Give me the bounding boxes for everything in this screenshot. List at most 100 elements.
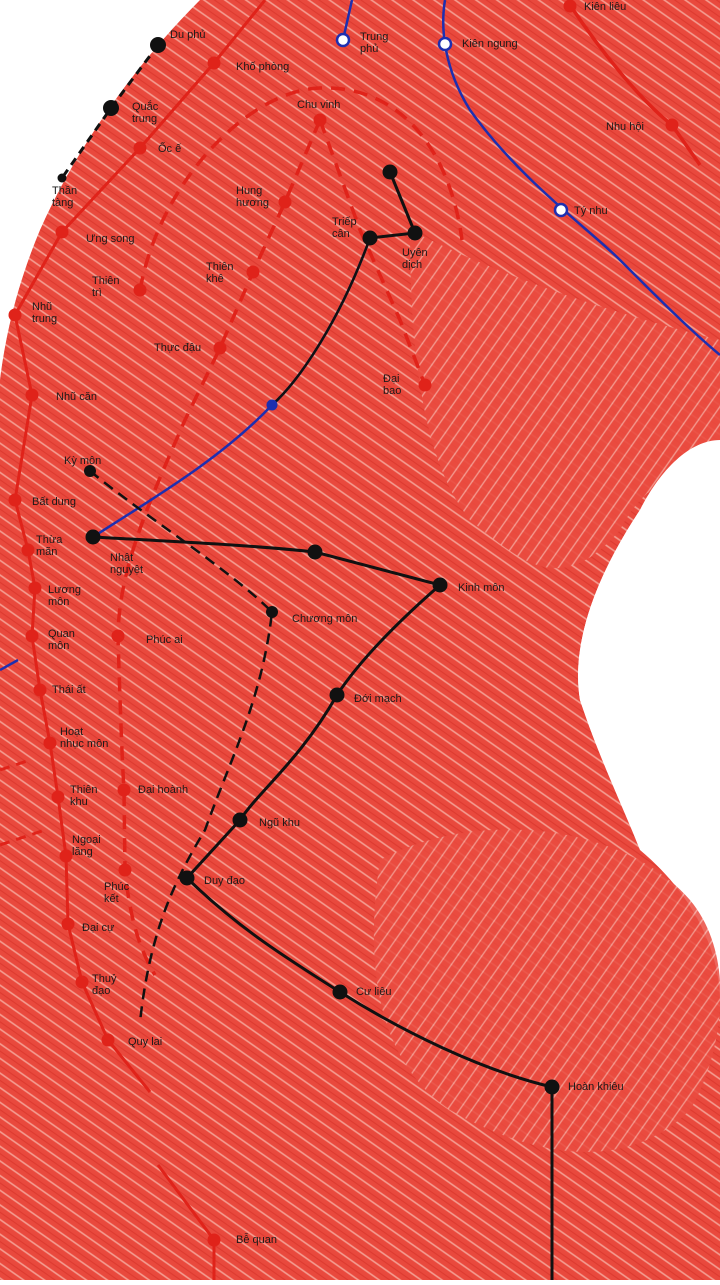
thuy-dao-label-line: đạo: [92, 985, 110, 997]
quy-lai-label-line: Quy lai: [128, 1036, 162, 1048]
phuc-ai-label-line: Phúc ai: [146, 634, 183, 646]
point-thuc-dau: [213, 341, 227, 355]
point-thien-khe: [246, 265, 260, 279]
point-ngoai-lang: [59, 849, 73, 863]
trung-phu-label-line: Trung: [360, 31, 388, 43]
label-ty-nhu: Tý nhu: [574, 205, 608, 217]
stomach-meridian-line: [13, 0, 267, 1093]
uyen-dich-label-line: dịch: [402, 259, 422, 271]
left-dashed-red: [0, 758, 46, 847]
ngu-khu-label-line: Ngũ khu: [259, 817, 300, 829]
label-ung-song: Ưng song: [86, 233, 135, 245]
left-blue-line: [0, 658, 19, 672]
label-phuc-ai: Phúc ai: [146, 634, 183, 646]
hoat-nhuc-mon-label-line: Hoạt: [60, 726, 83, 738]
liver-meridian-dashed: [89, 470, 274, 1023]
hung-huong-label-line: Hung: [236, 185, 262, 197]
acupoint-markers: [8, 0, 679, 1247]
point-ty-nhu: [553, 202, 569, 218]
nhu-hoi-label-line: Nhu hội: [606, 121, 644, 133]
point-kinh-mon: [432, 577, 448, 593]
point-phuc-ket: [118, 863, 132, 877]
thai-at-label-line: Thái ất: [52, 684, 86, 696]
quan-mon-label-line: Quan: [48, 628, 75, 640]
thien-tri-label-line: trì: [92, 287, 102, 299]
nhat-nguyet-label-line: nguyệt: [110, 564, 143, 576]
hoan-khieu-label-line: Hoàn khiêu: [568, 1081, 624, 1093]
cu-lieu-label-line: Cư liêu: [356, 986, 392, 998]
thua-man-label-line: mãn: [36, 546, 57, 558]
thuc-dau-label-line: Thực đậu: [154, 342, 201, 354]
label-be-quan: Bễ quan: [236, 1233, 277, 1246]
point-doi-mach: [329, 687, 345, 703]
label-chu-vinh: Chu vinh: [297, 99, 340, 111]
label-nhu-hoi: Nhu hội: [606, 121, 644, 133]
chu-vinh-label-line: Chu vinh: [297, 99, 340, 111]
point-nhu-hoi: [665, 118, 679, 132]
point-ngu-khu: [232, 812, 248, 828]
point-nhu-trung: [8, 308, 22, 322]
label-ky-mon: Kỳ môn: [64, 455, 101, 467]
point-ung-song: [55, 225, 69, 239]
point-uyen-dich: [407, 225, 423, 241]
thien-tri-label-line: Thiên: [92, 275, 120, 287]
point-hoan-khieu: [544, 1079, 560, 1095]
dai-bao-label-line: Đại: [383, 373, 400, 385]
than-tang-label-line: Thần: [52, 185, 77, 197]
spleen-meridian-dashed-3: [318, 119, 427, 386]
luong-mon-label-line: môn: [48, 596, 69, 608]
point-quan-mon: [25, 629, 39, 643]
gallbladder-meridian-line-3: [92, 535, 554, 1280]
point-top-black: [382, 164, 398, 180]
label-du-phu: Du phủ: [170, 29, 205, 41]
doi-mach-label-line: Đới mạch: [354, 693, 402, 705]
thuy-dao-label-line: Thuỷ: [92, 973, 117, 985]
point-triep-can: [362, 230, 378, 246]
dai-cu-label-line: Đại cự: [82, 922, 115, 934]
than-tang-label-line: tàng: [52, 197, 73, 209]
label-dai-hoanh: Đại hoành: [138, 784, 188, 796]
thien-khe-label-line: khê: [206, 273, 224, 285]
point-hoat-nhuc-mon: [43, 736, 57, 750]
thua-man-label-line: Thừa: [36, 534, 63, 546]
nhu-trung-label-line: Nhũ: [32, 301, 52, 313]
ty-nhu-label-line: Tý nhu: [574, 205, 608, 217]
point-dai-hoanh: [117, 783, 131, 797]
label-doi-mach: Đới mạch: [354, 693, 402, 705]
point-quy-lai: [101, 1033, 115, 1047]
ky-mon-label-line: Kỳ môn: [64, 455, 101, 467]
point-du-phu: [150, 37, 166, 53]
point-be-quan: [207, 1233, 221, 1247]
point-kho-phong: [207, 56, 221, 70]
thien-khu-label-line: khu: [70, 796, 88, 808]
point-trung-phu: [335, 32, 351, 48]
point-than-tang: [57, 173, 67, 183]
point-phuc-ai: [111, 629, 125, 643]
kho-phong-label-line: Khố phòng: [236, 61, 289, 73]
du-phu-label-line: Du phủ: [170, 29, 205, 41]
bat-dung-label-line: Bất dung: [32, 496, 76, 508]
ngoai-lang-label-line: Ngoại: [72, 834, 101, 846]
quac-trung-label-line: trung: [132, 113, 157, 125]
thien-khe-label-line: Thiên: [206, 261, 234, 273]
point-oc-e: [133, 141, 147, 155]
oc-e-label-line: Ốc ế: [158, 141, 181, 155]
point-thien-tri: [133, 283, 147, 297]
point-dai-cu: [61, 917, 75, 931]
label-quy-lai: Quy lai: [128, 1036, 162, 1048]
point-mid-black: [307, 544, 323, 560]
nhu-can-label-line: Nhũ căn: [56, 391, 97, 403]
label-bat-dung: Bất dung: [32, 496, 76, 508]
point-nhat-nguyet: [85, 529, 101, 545]
quac-trung-label-line: Quắc: [132, 100, 159, 113]
point-nhu-can: [25, 388, 39, 402]
ngoai-lang-label-line: lăng: [72, 846, 93, 858]
